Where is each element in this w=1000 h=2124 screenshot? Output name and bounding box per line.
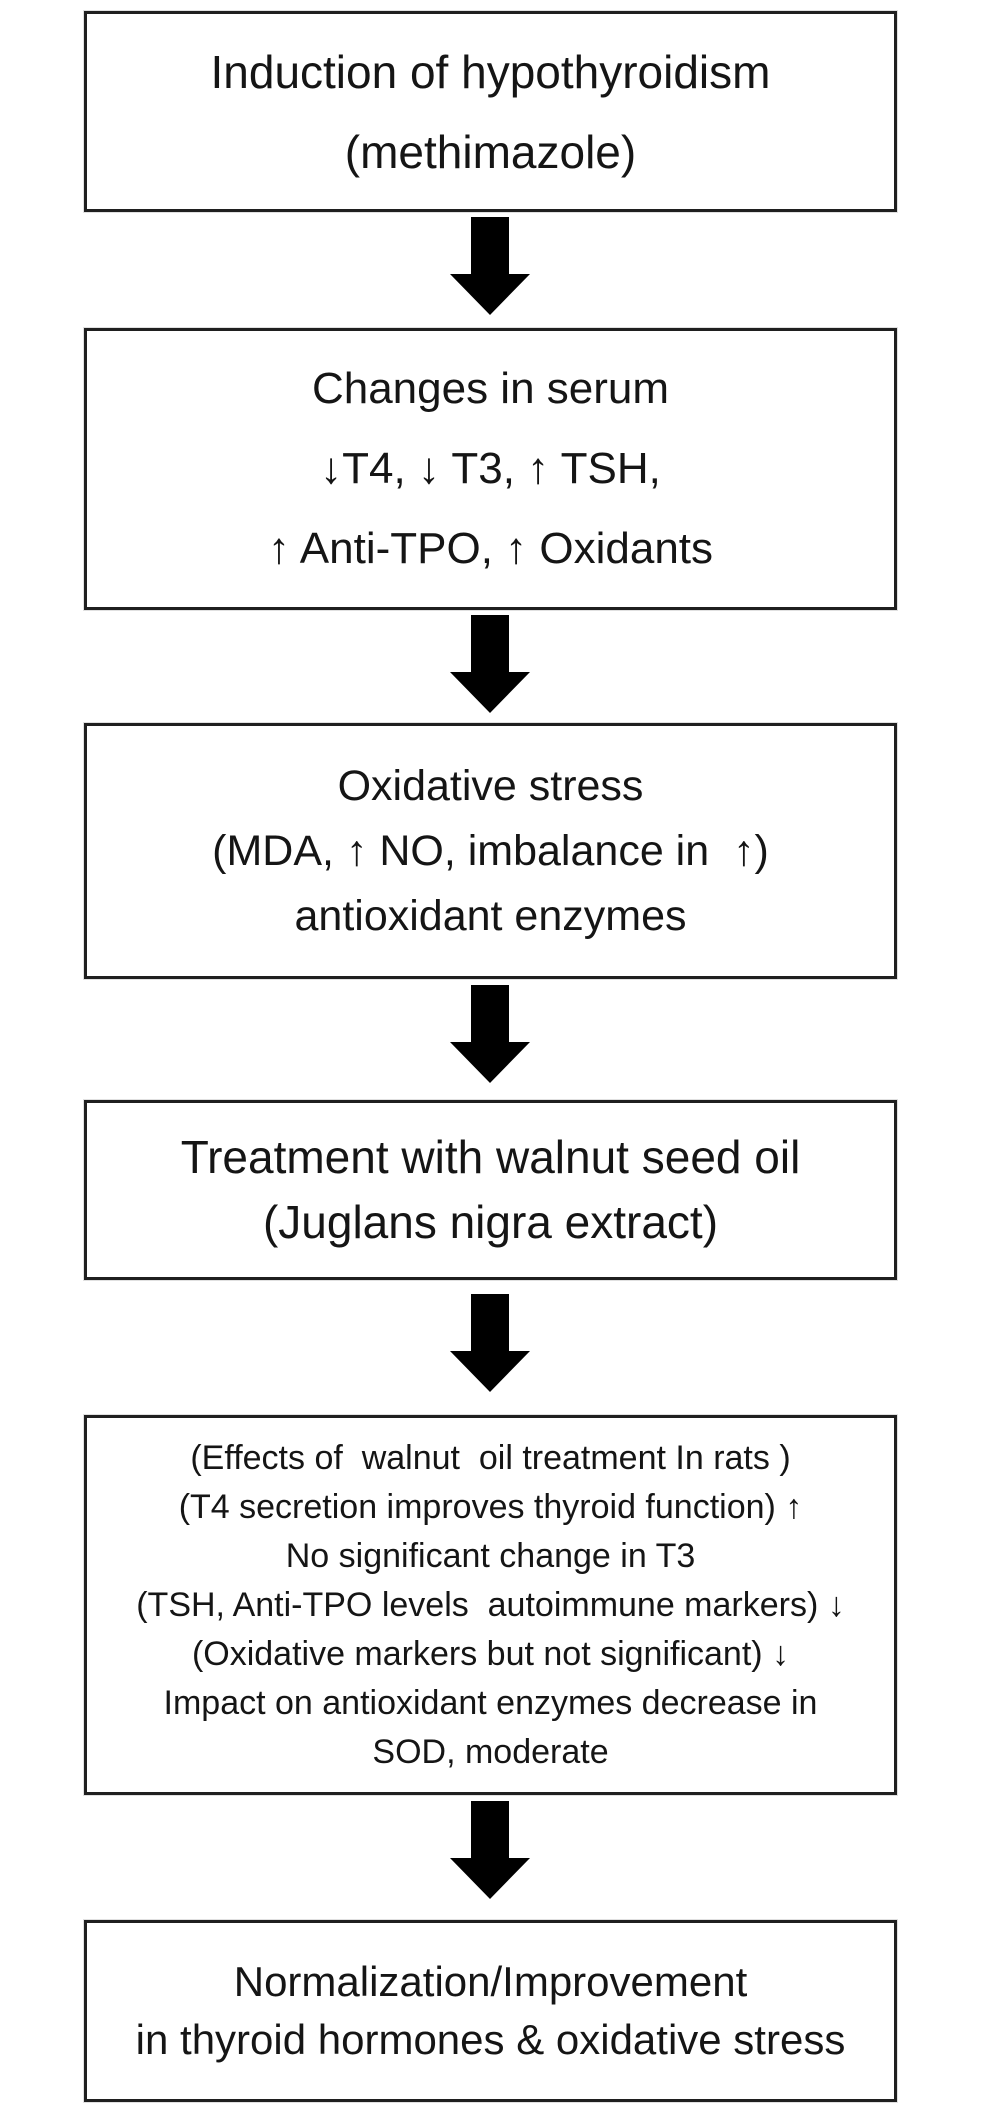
flow-box-induction: Induction of hypothyroidism (methimazole…: [84, 11, 897, 212]
down-arrow-icon: [450, 615, 530, 713]
box-text-line: (MDA, ↑ NO, imbalance in ↑): [212, 826, 769, 875]
box-text-line: in thyroid hormones & oxidative stress: [135, 2016, 846, 2063]
flow-box-outcome: Normalization/Improvement in thyroid hor…: [84, 1920, 897, 2102]
flow-box-serum-changes: Changes in serum ↓T4, ↓ T3, ↑ TSH, ↑ Ant…: [84, 328, 897, 610]
box-text-line: Treatment with walnut seed oil: [180, 1131, 801, 1183]
flow-box-treatment-effects: (Effects of walnut oil treatment In rats…: [84, 1415, 897, 1795]
down-arrow-icon: [450, 217, 530, 315]
box-text-line: Normalization/Improvement: [233, 1958, 748, 2005]
box-text-line: ↑ Anti-TPO, ↑ Oxidants: [267, 524, 714, 573]
box-text-line: (Oxidative markers but not significant) …: [191, 1634, 790, 1673]
box-text-line: No significant change in T3: [285, 1536, 696, 1575]
box-text-line: Oxidative stress: [337, 761, 644, 810]
flow-box-oxidative-stress: Oxidative stress (MDA, ↑ NO, imbalance i…: [84, 723, 897, 979]
flow-box-treatment: Treatment with walnut seed oil (Juglans …: [84, 1100, 897, 1280]
box-text-line: Changes in serum: [311, 364, 670, 413]
down-arrow-icon: [450, 1801, 530, 1899]
down-arrow-icon: [450, 985, 530, 1083]
box-text-line: (T4 secretion improves thyroid function)…: [178, 1487, 803, 1526]
box-text-line: Impact on antioxidant enzymes decrease i…: [163, 1683, 818, 1722]
down-arrow-icon: [450, 1294, 530, 1392]
box-text-line: (methimazole): [344, 125, 637, 178]
box-text-line: antioxidant enzymes: [294, 891, 687, 940]
box-text-line: (Effects of walnut oil treatment In rats…: [190, 1438, 791, 1477]
box-text-line: SOD, moderate: [372, 1732, 609, 1771]
box-text-line: (TSH, Anti-TPO levels autoimmune markers…: [136, 1585, 845, 1624]
box-text-line: (Juglans nigra extract): [262, 1196, 719, 1248]
box-text-line: Induction of hypothyroidism: [210, 45, 771, 98]
box-text-line: ↓T4, ↓ T3, ↑ TSH,: [320, 444, 661, 493]
